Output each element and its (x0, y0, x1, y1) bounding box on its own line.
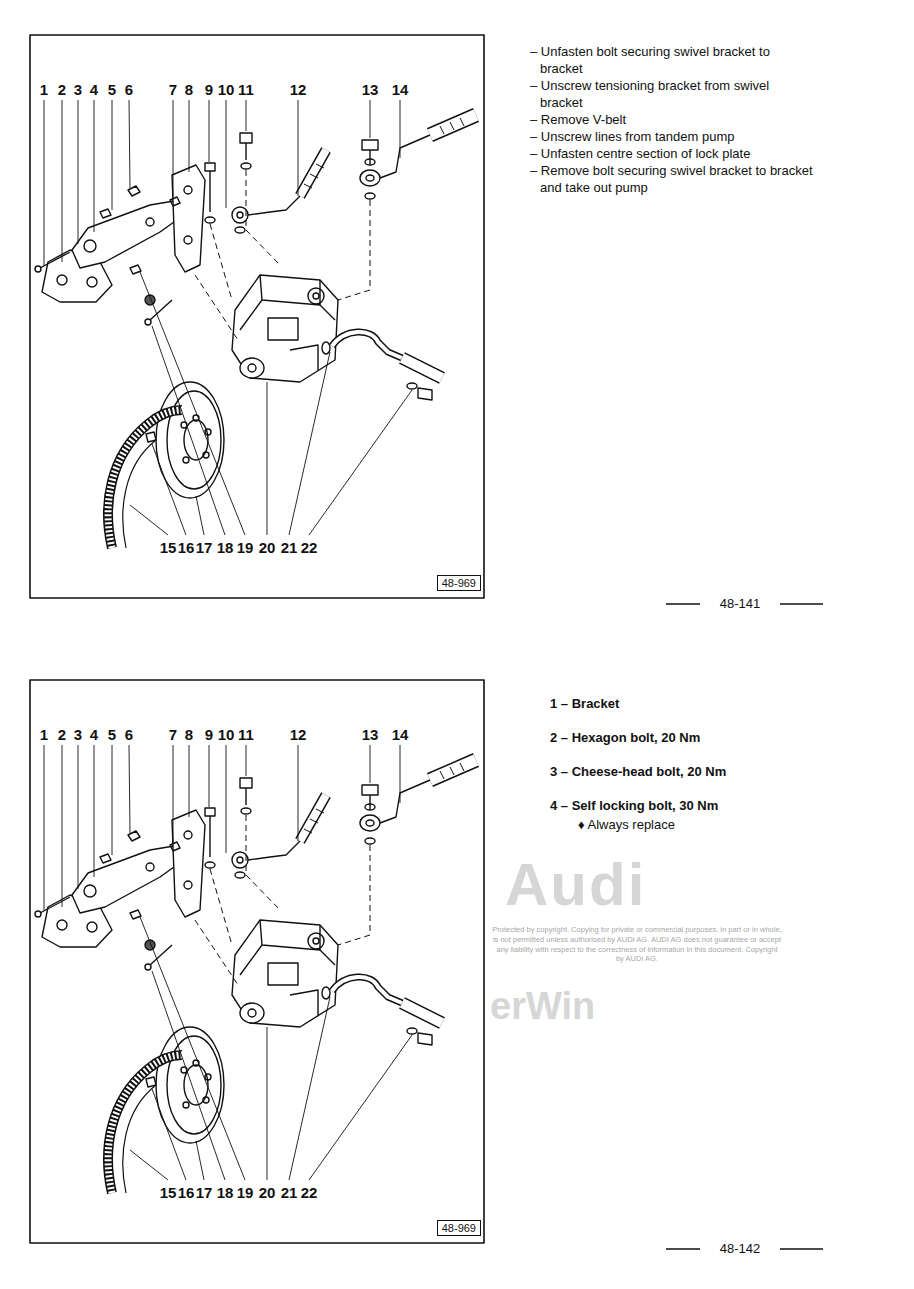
callout-number: 22 (301, 539, 318, 556)
callout-number: 4 (90, 726, 98, 743)
callout-number: 18 (217, 539, 234, 556)
callout-number: 10 (218, 726, 235, 743)
callout-number: 9 (205, 726, 213, 743)
callout-number: 13 (362, 81, 379, 98)
instruction-step: – Unfasten bolt securing swivel bracket … (530, 43, 815, 77)
callout-number: 15 (160, 1184, 177, 1201)
callout-number: 17 (196, 539, 213, 556)
part-list-item: 2 – Hexagon bolt, 20 Nm (550, 731, 700, 746)
callout-number: 6 (125, 726, 133, 743)
instruction-step: – Unscrew lines from tandem pump (530, 128, 815, 145)
callout-number: 1 (40, 726, 48, 743)
callout-number: 21 (281, 539, 298, 556)
callout-number: 14 (392, 81, 409, 98)
callout-number: 16 (178, 1184, 195, 1201)
instruction-step: – Remove bolt securing swivel bracket to… (530, 162, 815, 196)
callout-number: 6 (125, 81, 133, 98)
callout-number: 8 (185, 81, 193, 98)
callout-number: 4 (90, 81, 98, 98)
callout-number: 20 (259, 1184, 276, 1201)
watermark-logo: Audi (505, 850, 646, 919)
figure-number: 48-969 (438, 576, 480, 590)
page-number: 48-142 (717, 1242, 763, 1257)
callout-number: 8 (185, 726, 193, 743)
callout-number: 5 (108, 726, 116, 743)
callout-number: 12 (290, 726, 307, 743)
part-list-item: 4 – Self locking bolt, 30 Nm (550, 799, 718, 814)
figure-number: 48-969 (438, 1221, 480, 1235)
callout-number: 18 (217, 1184, 234, 1201)
callout-number: 10 (218, 81, 235, 98)
callout-number: 21 (281, 1184, 298, 1201)
callout-number: 2 (58, 81, 66, 98)
page-number: 48-141 (717, 597, 763, 612)
callout-number: 7 (169, 81, 177, 98)
callout-number: 19 (237, 539, 254, 556)
note-text: ♦ Always replace (578, 818, 675, 833)
callout-number: 1 (40, 81, 48, 98)
part-list-item: 1 – Bracket (550, 697, 619, 712)
figure-number-box: 48-969 (437, 575, 481, 591)
callout-number: 2 (58, 726, 66, 743)
callout-number: 15 (160, 539, 177, 556)
callout-number: 5 (108, 81, 116, 98)
watermark-text: erWin (490, 985, 595, 1029)
copyright-watermark: Protected by copyright. Copying for priv… (492, 925, 782, 964)
callout-number: 13 (362, 726, 379, 743)
callout-number: 17 (196, 1184, 213, 1201)
instruction-step: – Remove V-belt (530, 111, 815, 128)
figure-number-box: 48-969 (437, 1220, 481, 1236)
instruction-step: – Unscrew tensioning bracket from swivel… (530, 77, 815, 111)
callout-number: 14 (392, 726, 409, 743)
part-list-item: 3 – Cheese-head bolt, 20 Nm (550, 765, 726, 780)
callout-number: 11 (238, 81, 254, 98)
instruction-step: – Unfasten centre section of lock plate (530, 145, 815, 162)
callout-number: 16 (178, 539, 195, 556)
callout-number: 7 (169, 726, 177, 743)
callout-number: 3 (74, 81, 82, 98)
callout-number: 22 (301, 1184, 318, 1201)
callout-number: 11 (238, 726, 254, 743)
callout-number: 12 (290, 81, 307, 98)
callout-number: 3 (74, 726, 82, 743)
callout-number: 9 (205, 81, 213, 98)
callout-number: 20 (259, 539, 276, 556)
callout-number: 19 (237, 1184, 254, 1201)
